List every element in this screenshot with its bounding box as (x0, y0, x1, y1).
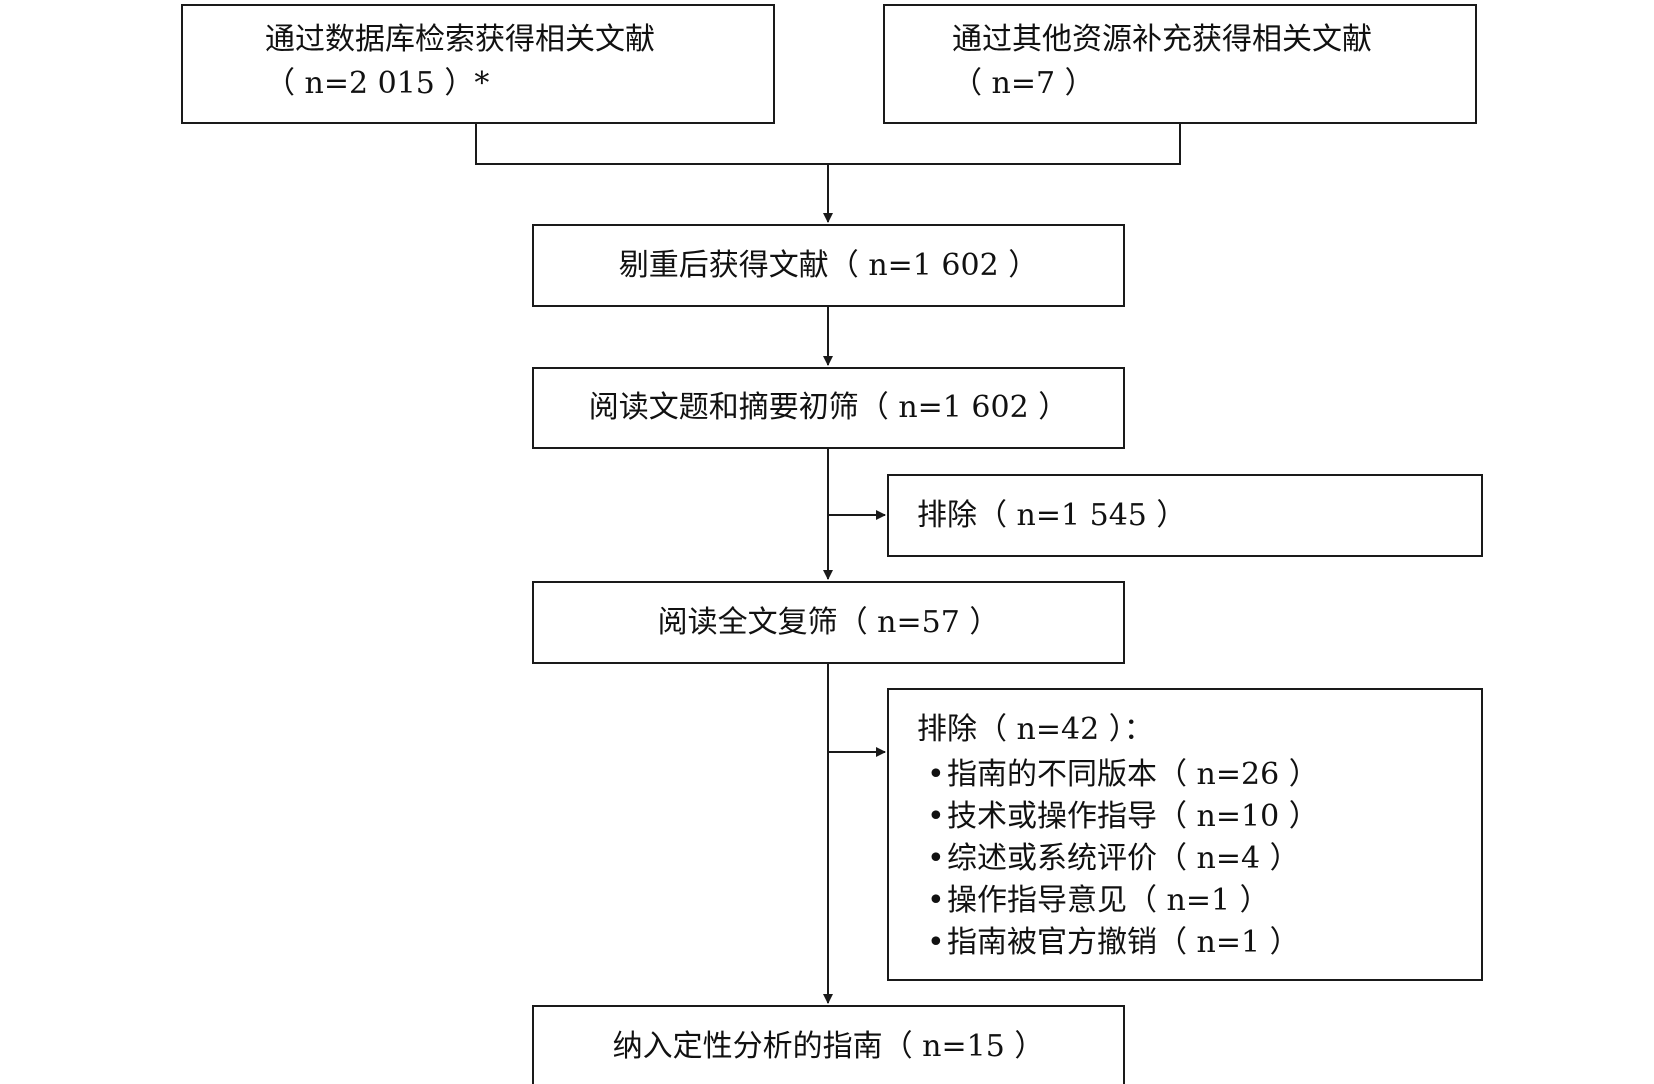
exclusion-reasons-list: 指南的不同版本（ n=26 ） 技术或操作指导（ n=10 ） 综述或系统评价（… (927, 754, 1319, 964)
other-sources-count: （ n=7 ） (952, 66, 1095, 101)
exclusion-reason-item: 指南被官方撤销（ n=1 ） (927, 922, 1319, 964)
exclusion-reason-item: 技术或操作指导（ n=10 ） (927, 796, 1319, 838)
box-exclusion-1: 排除（ n=1 545 ） (887, 474, 1483, 557)
title-abstract-screen-label: 阅读文题和摘要初筛（ n=1 602 ） (588, 390, 1069, 425)
database-records-count: （ n=2 015 ）* (265, 66, 490, 101)
box-included: 纳入定性分析的指南（ n=15 ） (532, 1005, 1125, 1084)
exclusion-reason-item: 综述或系统评价（ n=4 ） (927, 838, 1319, 880)
fulltext-screen-label: 阅读全文复筛（ n=57 ） (657, 605, 1000, 640)
box-database-records: 通过数据库检索获得相关文献 （ n=2 015 ）* (181, 4, 775, 124)
exclusion-1-label: 排除（ n=1 545 ） (917, 498, 1187, 533)
exclusion-2-title: 排除（ n=42 ）： (917, 712, 1154, 747)
database-records-label: 通过数据库检索获得相关文献 (265, 22, 655, 57)
box-exclusion-2: 排除（ n=42 ）： 指南的不同版本（ n=26 ） 技术或操作指导（ n=1… (887, 688, 1483, 981)
box-other-sources: 通过其他资源补充获得相关文献 （ n=7 ） (883, 4, 1477, 124)
included-label: 纳入定性分析的指南（ n=15 ） (612, 1029, 1045, 1064)
box-fulltext-screen: 阅读全文复筛（ n=57 ） (532, 581, 1125, 664)
exclusion-reason-item: 操作指导意见（ n=1 ） (927, 880, 1319, 922)
box-title-abstract-screen: 阅读文题和摘要初筛（ n=1 602 ） (532, 367, 1125, 449)
merge-bracket (475, 124, 1181, 165)
after-dedup-label: 剔重后获得文献（ n=1 602 ） (618, 248, 1039, 283)
box-after-dedup: 剔重后获得文献（ n=1 602 ） (532, 224, 1125, 307)
exclusion-reason-item: 指南的不同版本（ n=26 ） (927, 754, 1319, 796)
other-sources-label: 通过其他资源补充获得相关文献 (952, 22, 1372, 57)
